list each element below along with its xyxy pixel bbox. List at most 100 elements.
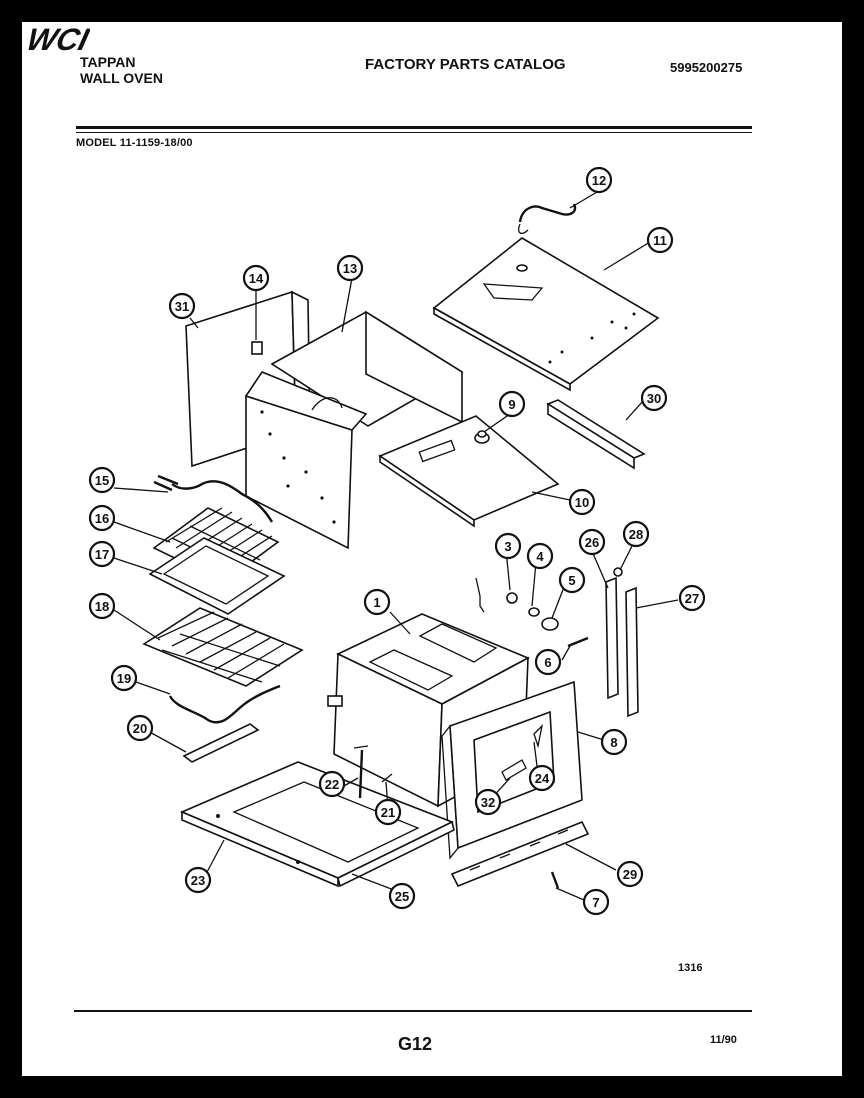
callout-30: 30 [640,384,668,412]
svg-text:22: 22 [325,777,339,792]
part-18-oven-rack [142,607,304,687]
svg-text:32: 32 [481,795,495,810]
part-29-kick-panel [450,820,590,888]
part-7-screw [550,871,560,889]
paper-sheet: TAPPAN WALL OVEN WCI FACTORY PARTS CATAL… [22,22,842,1076]
svg-text:23: 23 [191,873,205,888]
part-24-latch [533,724,544,749]
callout-16: 16 [88,504,116,532]
svg-text:8: 8 [610,735,617,750]
callout-15: 15 [88,466,116,494]
catalog-title: FACTORY PARTS CATALOG [365,56,566,73]
catalog-part-number: 5995200275 [670,60,743,75]
part-8-door-edge [441,724,459,860]
svg-text:11: 11 [653,233,667,248]
callout-22: 22 [318,770,346,798]
callout-10: 10 [568,488,596,516]
brand-name: TAPPAN [80,54,136,70]
callout-8: 8 [600,728,628,756]
svg-text:26: 26 [585,535,599,550]
part-17-broil-pan-inner [162,545,270,605]
part-13-cutout [311,397,343,411]
part-26-trim [605,576,619,700]
callout-21: 21 [374,798,402,826]
part-30-rail-face [547,402,635,470]
svg-text:31: 31 [175,299,189,314]
callout-31: 31 [168,292,196,320]
svg-text:20: 20 [133,721,147,736]
part-3-wire [475,577,485,613]
part-11-top-panel [432,237,660,385]
svg-text:13: 13 [343,261,357,276]
callout-3: 3 [494,532,522,560]
brand-block: TAPPAN WALL OVEN [80,54,163,86]
part-10-bottom-tray-edge [379,454,475,528]
part-22-bolt [358,749,364,799]
part-17-broil-pan [148,537,286,615]
callout-24: 24 [528,764,556,792]
product-type: WALL OVEN [80,70,163,86]
callout-28: 28 [622,520,650,548]
part-12-tube-end [518,223,529,235]
callout-11: 11 [646,226,674,254]
part-25-bottom-edge-front [337,820,455,888]
callout-27: 27 [678,584,706,612]
svg-text:4: 4 [536,549,544,564]
svg-text:3: 3 [504,539,511,554]
part-27-trim [625,586,639,718]
svg-text:27: 27 [685,591,699,606]
part-19-bake-element [168,684,281,724]
svg-text:29: 29 [623,867,637,882]
page-code: G12 [398,1034,433,1054]
svg-text:18: 18 [95,599,109,614]
callout-5: 5 [558,566,586,594]
part-11-top-panel-edge [433,306,571,392]
part-11-slot [482,283,544,301]
callout-18: 18 [88,592,116,620]
part-10-slot [418,439,456,463]
part-3-knob [506,592,518,604]
part-29-vents [469,829,569,871]
part-25-inner-panel [232,781,420,863]
callout-19: 19 [110,664,138,692]
callout-12: 12 [585,166,613,194]
svg-text:17: 17 [95,547,109,562]
part-11-hole [516,264,528,272]
part-6-pin [567,636,589,648]
part-18-rack-cross-wires [161,633,281,683]
revision-date: 11/90 [710,1034,737,1046]
callout-32: 32 [474,788,502,816]
svg-text:5: 5 [568,573,575,588]
svg-text:28: 28 [629,527,643,542]
diagram-number: 1316 [678,962,703,974]
svg-text:9: 9 [508,397,515,412]
part-15-terminals [153,474,179,492]
callout-23: 23 [184,866,212,894]
part-23-bottom-edge [181,810,339,888]
footer-rule [74,1010,752,1012]
svg-text:1: 1 [373,595,380,610]
part-5-switch [541,617,559,631]
callout-4: 4 [526,542,554,570]
part-32-hinge [501,759,527,781]
svg-text:21: 21 [381,805,395,820]
svg-text:16: 16 [95,511,109,526]
part-14-bracket [251,341,263,355]
callout-14: 14 [242,264,270,292]
part-21-screw [381,773,393,783]
part-20-bracket [182,723,260,763]
svg-text:19: 19 [117,671,131,686]
svg-text:7: 7 [592,895,599,910]
wci-logo: WCI [23,22,93,56]
svg-text:25: 25 [395,889,409,904]
callout-25: 25 [388,882,416,910]
part-15-broil-element [171,480,274,523]
part-13-front-panel-top [244,371,368,431]
header-rule [76,126,752,129]
callout-13: 13 [336,254,364,282]
part-22-bolt-head [353,745,369,749]
svg-text:10: 10 [575,495,589,510]
callout-7: 7 [582,888,610,916]
svg-text:6: 6 [544,655,551,670]
